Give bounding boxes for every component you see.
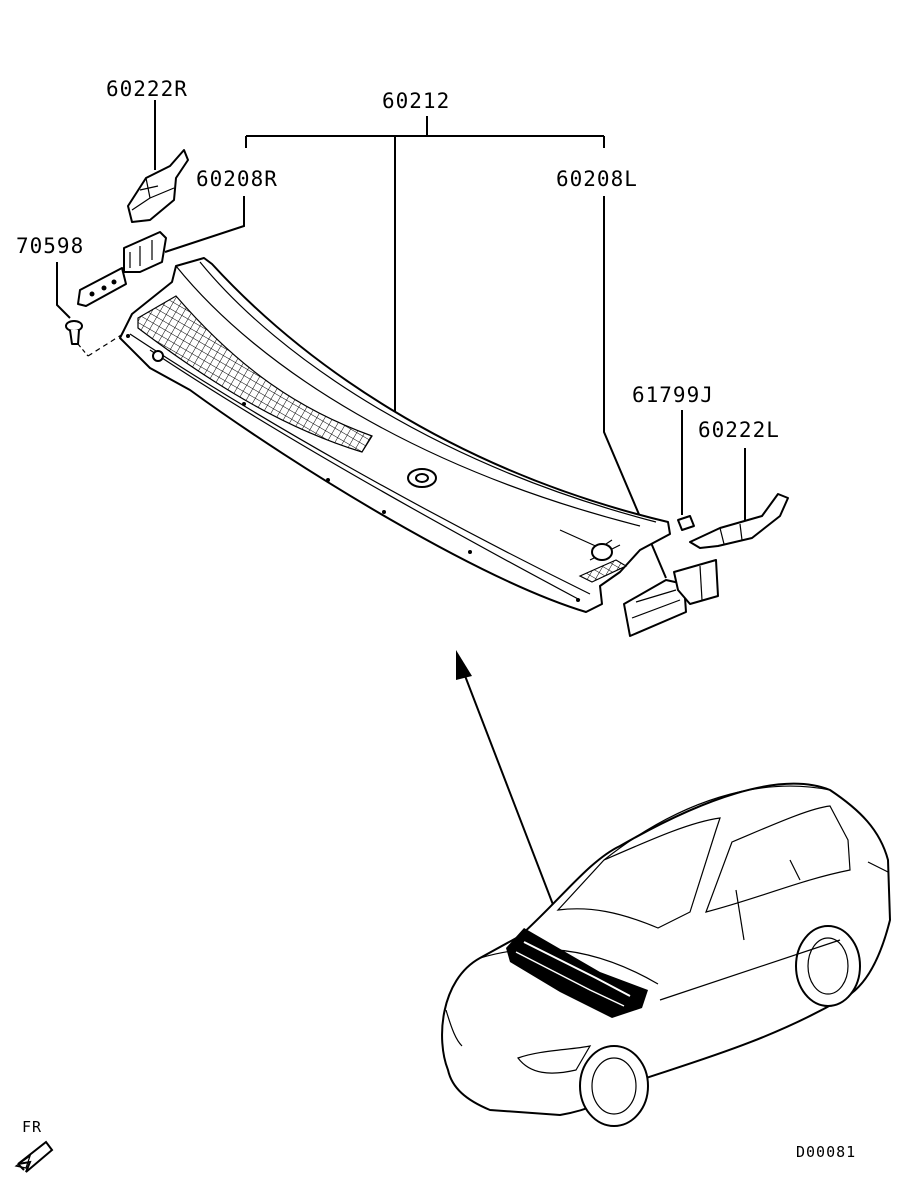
callout-60222L: 60222L — [698, 418, 780, 442]
callout-61799J: 61799J — [632, 383, 714, 407]
part-61799J-seal — [677, 515, 695, 531]
location-arrow — [456, 650, 558, 916]
part-60208R-bracket — [77, 231, 167, 307]
callout-60208R: 60208R — [196, 167, 278, 191]
part-70598-clip — [65, 320, 127, 357]
callout-60222R: 60222R — [106, 77, 188, 101]
callout-60208L: 60208L — [556, 167, 638, 191]
diagram-code: D00081 — [796, 1143, 856, 1161]
front-direction-indicator: FR — [14, 1118, 54, 1173]
part-60208L-bracket — [623, 559, 719, 637]
part-60222L-bracket — [689, 493, 789, 549]
vehicle-outline — [441, 782, 891, 1127]
part-60222R-bracket — [127, 149, 189, 223]
callout-60212: 60212 — [382, 89, 450, 113]
fr-label: FR — [22, 1118, 42, 1136]
part-60212-cowl-panel — [119, 257, 671, 613]
callout-70598: 70598 — [16, 234, 84, 258]
